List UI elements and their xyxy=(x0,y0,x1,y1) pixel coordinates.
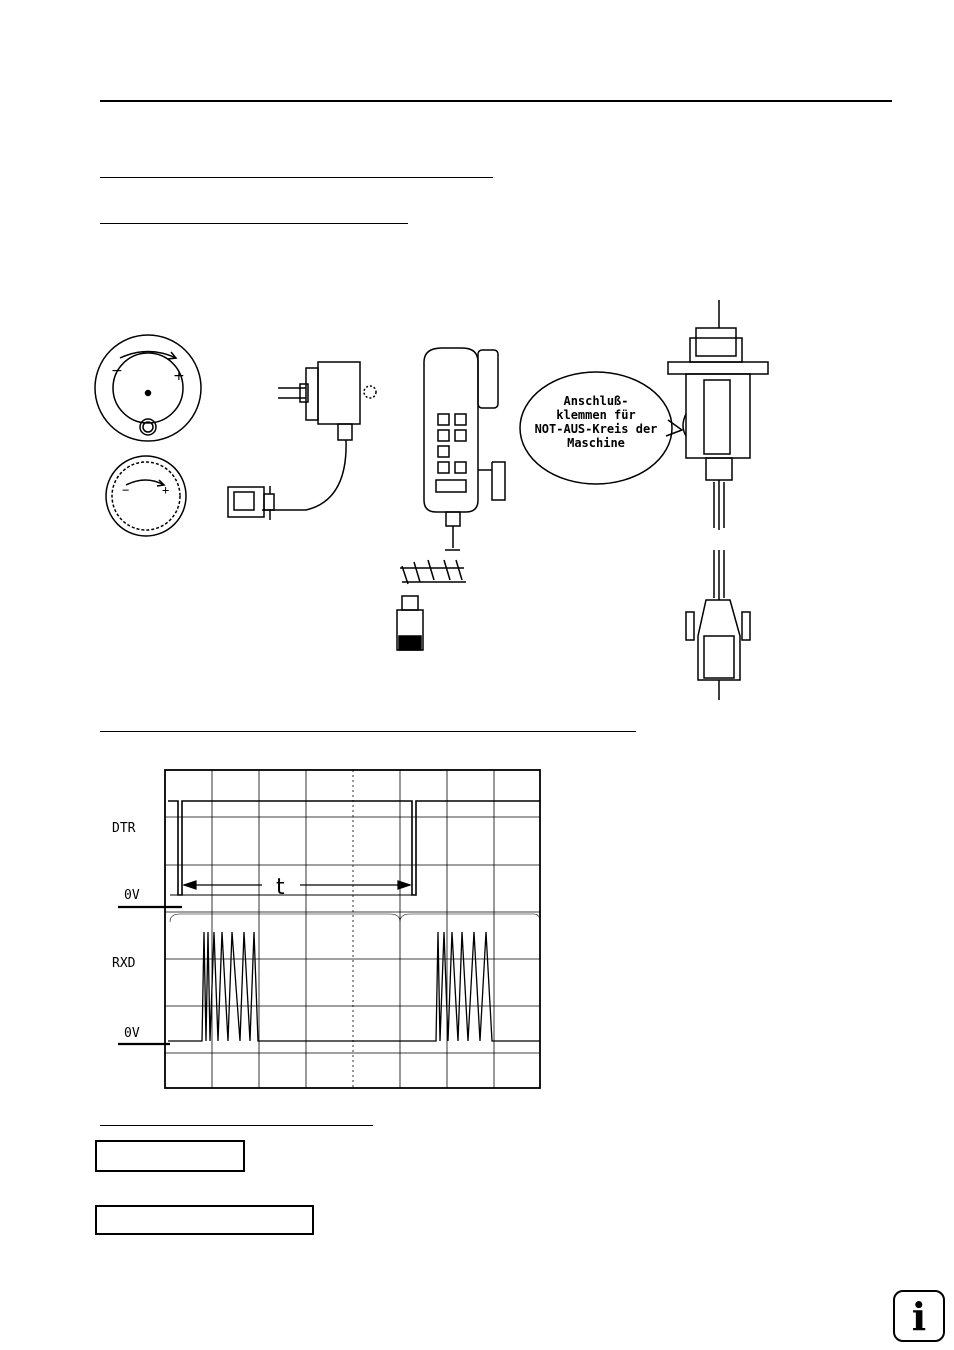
info-glyph: i xyxy=(911,1293,927,1339)
dtr-trace xyxy=(168,800,540,896)
svg-text:+: + xyxy=(173,368,185,384)
callout-line-2: klemmen für xyxy=(556,408,635,422)
svg-text:−: − xyxy=(111,363,123,379)
callout-bubble xyxy=(519,371,684,485)
svg-text:−: − xyxy=(122,483,129,497)
header-rule xyxy=(100,100,892,102)
portable-handwheel-icon xyxy=(396,347,506,651)
info-icon: i xyxy=(893,1290,945,1342)
zero-volt-bottom-label: 0V xyxy=(124,1026,140,1041)
scope-screen xyxy=(164,769,541,1089)
section-rule-2 xyxy=(100,223,408,224)
callout-line-4: Maschine xyxy=(567,436,625,450)
period-t-label: t xyxy=(276,875,285,900)
rxd-label: RXD xyxy=(112,956,136,971)
boxed-label-2 xyxy=(95,1205,314,1235)
section-rule-4 xyxy=(100,1125,373,1126)
oscilloscope-diagram: DTR 0V RXD 0V t xyxy=(112,769,541,1089)
scope-grid xyxy=(165,770,540,1088)
svg-text:+: + xyxy=(162,483,169,497)
dtr-label: DTR xyxy=(112,821,136,836)
section-rule-1 xyxy=(100,177,493,178)
period-arrow xyxy=(182,880,412,890)
section-rule-3 xyxy=(100,731,636,732)
handwheel-rear-icon: − + xyxy=(105,455,187,537)
callout-line-3: NOT-AUS-Kreis der xyxy=(535,422,658,436)
adapter-connector-icon xyxy=(227,361,377,520)
emergency-stop-connector-icon xyxy=(667,300,769,700)
boxed-label-1 xyxy=(95,1140,245,1172)
zero-volt-top-label: 0V xyxy=(124,888,140,903)
device-illustration: − + − + xyxy=(94,300,769,700)
callout-line-1: Anschluß- xyxy=(563,394,628,408)
rxd-trace xyxy=(168,931,540,1042)
handwheel-front-icon: − + xyxy=(94,334,202,442)
